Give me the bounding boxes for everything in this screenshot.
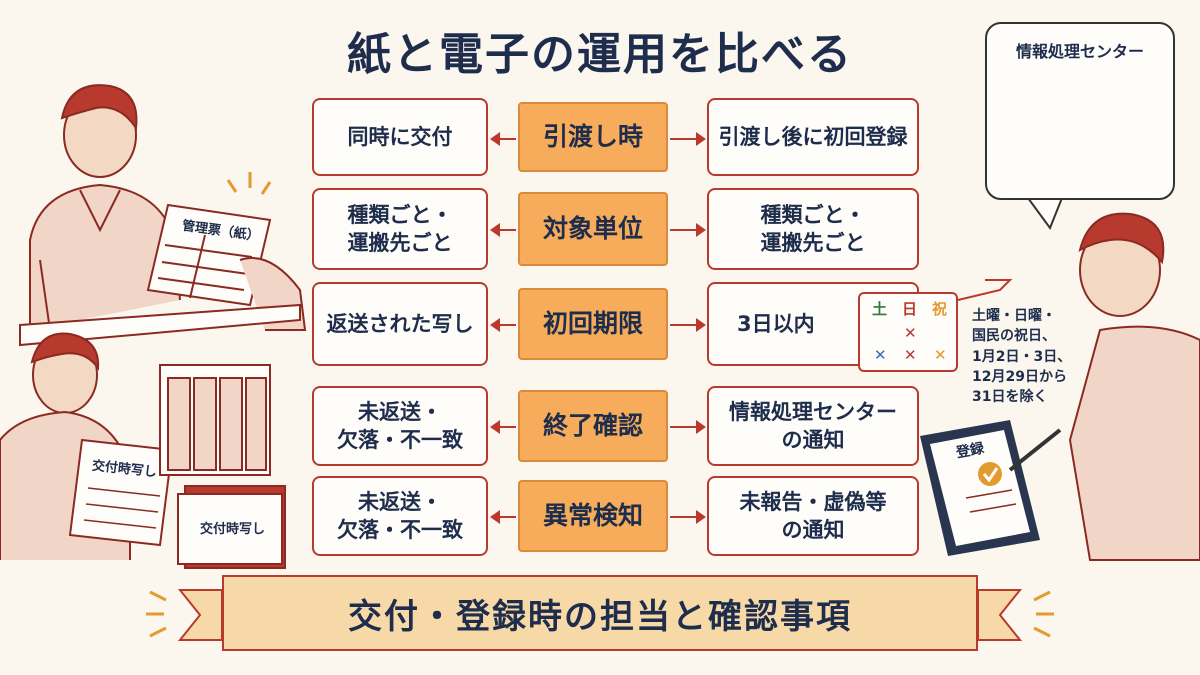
- arrow-right-row-2: [670, 223, 706, 237]
- arrow-left-row-5: [490, 510, 516, 524]
- electronic-cell-row-5: 未報告・虚偽等 の通知: [707, 476, 919, 556]
- banner-ribbon-ends: [177, 589, 1023, 641]
- manifest-paper-illustration: [146, 203, 272, 307]
- calendar-graphic: 土 日 祝 ✕ ✕ ✕ ✕: [858, 292, 958, 372]
- arrow-right-row-5: [670, 510, 706, 524]
- banner-sparkles: [146, 590, 1054, 638]
- arrow-left-row-4: [490, 420, 516, 434]
- worker-right-illustration: [1068, 212, 1200, 561]
- arrow-right-row-1: [670, 132, 706, 146]
- category-cell-row-1: 引渡し時: [518, 102, 668, 172]
- arrow-left-row-3: [490, 318, 516, 332]
- summary-banner: 交付・登録時の担当と確認事項: [222, 575, 978, 651]
- holiday-exclusion-note: 土曜・日曜・ 国民の祝日、 1月2日・3日、 12月29日から 31日を除く: [972, 308, 1072, 406]
- calendar-header-sun: 日: [902, 300, 918, 318]
- calendar-x-mark: ✕: [904, 324, 917, 342]
- copy-sheet-lines: [83, 487, 161, 529]
- binder-shelf-illustration: [159, 364, 271, 476]
- paper-cell-row-2: 種類ごと・ 運搬先ごと: [312, 188, 488, 270]
- calendar-connector: [957, 279, 1013, 301]
- calendar-x-mark: ✕: [904, 346, 917, 364]
- category-cell-row-2: 対象単位: [518, 192, 668, 266]
- arrow-left-row-1: [490, 132, 516, 146]
- info-center-label: 情報処理センター: [1015, 42, 1144, 61]
- paper-cell-row-5: 未返送・ 欠落・不一致: [312, 476, 488, 556]
- copy-box-label: 交付時写し: [200, 522, 266, 537]
- worker-top-left-illustration: [29, 84, 181, 331]
- arrow-right-row-4: [670, 420, 706, 434]
- paper-cell-row-1: 同時に交付: [312, 98, 488, 176]
- info-center-bubble: 情報処理センター: [985, 22, 1175, 200]
- calendar-x-mark: ✕: [934, 346, 947, 364]
- calendar-header-holiday: 祝: [932, 300, 948, 318]
- category-cell-row-4: 終了確認: [518, 390, 668, 462]
- copy-box-illustration: [177, 485, 286, 569]
- category-cell-row-3: 初回期限: [518, 288, 668, 360]
- sparkle-marks: [226, 172, 272, 195]
- calendar-header-sat: 土: [872, 300, 888, 318]
- paper-cell-row-4: 未返送・ 欠落・不一致: [312, 386, 488, 466]
- electronic-cell-row-4: 情報処理センター の通知: [707, 386, 919, 466]
- tablet-illustration: [920, 420, 1062, 556]
- bubble-tail: [1026, 197, 1064, 231]
- page-title: 紙と電子の運用を比べる: [347, 29, 853, 80]
- arrow-right-row-3: [670, 318, 706, 332]
- desk-illustration: [19, 303, 301, 347]
- electronic-cell-row-1: 引渡し後に初回登録: [707, 98, 919, 176]
- calendar-x-mark: ✕: [874, 346, 887, 364]
- arrow-left-row-2: [490, 223, 516, 237]
- electronic-cell-row-2: 種類ごと・ 運搬先ごと: [707, 188, 919, 270]
- copy-sheet-illustration: [68, 438, 174, 547]
- paper-cell-row-3: 返送された写し: [312, 282, 488, 366]
- category-cell-row-5: 異常検知: [518, 480, 668, 552]
